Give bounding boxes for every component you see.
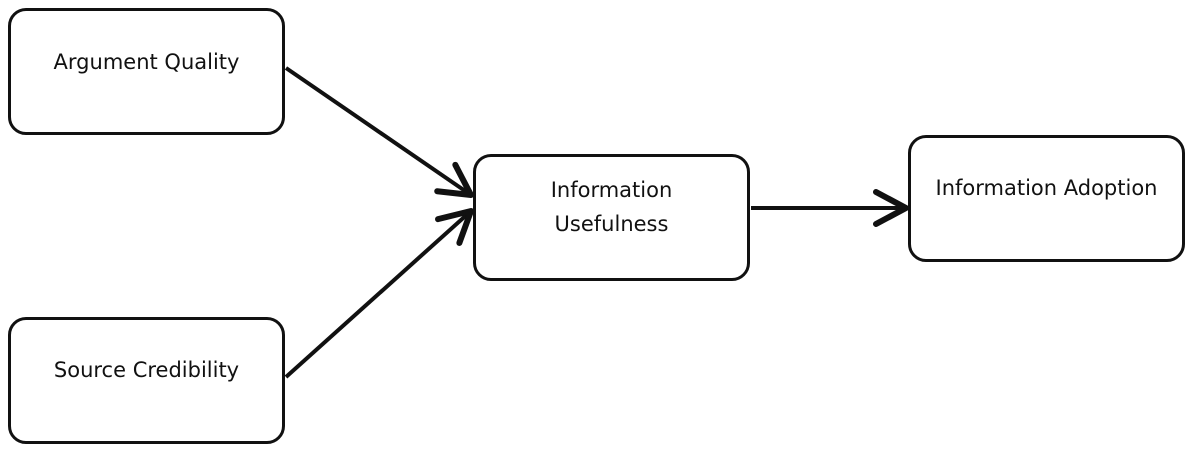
node-source-credibility: Source Credibility (8, 317, 285, 444)
node-label: Information Usefulness (550, 178, 673, 236)
arrow-source-credibility-to-information-usefulness (284, 208, 474, 379)
node-label: Information Adoption (935, 176, 1158, 200)
arrow-argument-quality-to-information-usefulness (284, 66, 474, 198)
node-information-adoption: Information Adoption (908, 135, 1185, 262)
node-information-usefulness: Information Usefulness (473, 154, 750, 281)
node-label: Source Credibility (53, 357, 240, 382)
node-argument-quality: Argument Quality (8, 8, 285, 135)
node-label: Argument Quality (53, 50, 240, 74)
